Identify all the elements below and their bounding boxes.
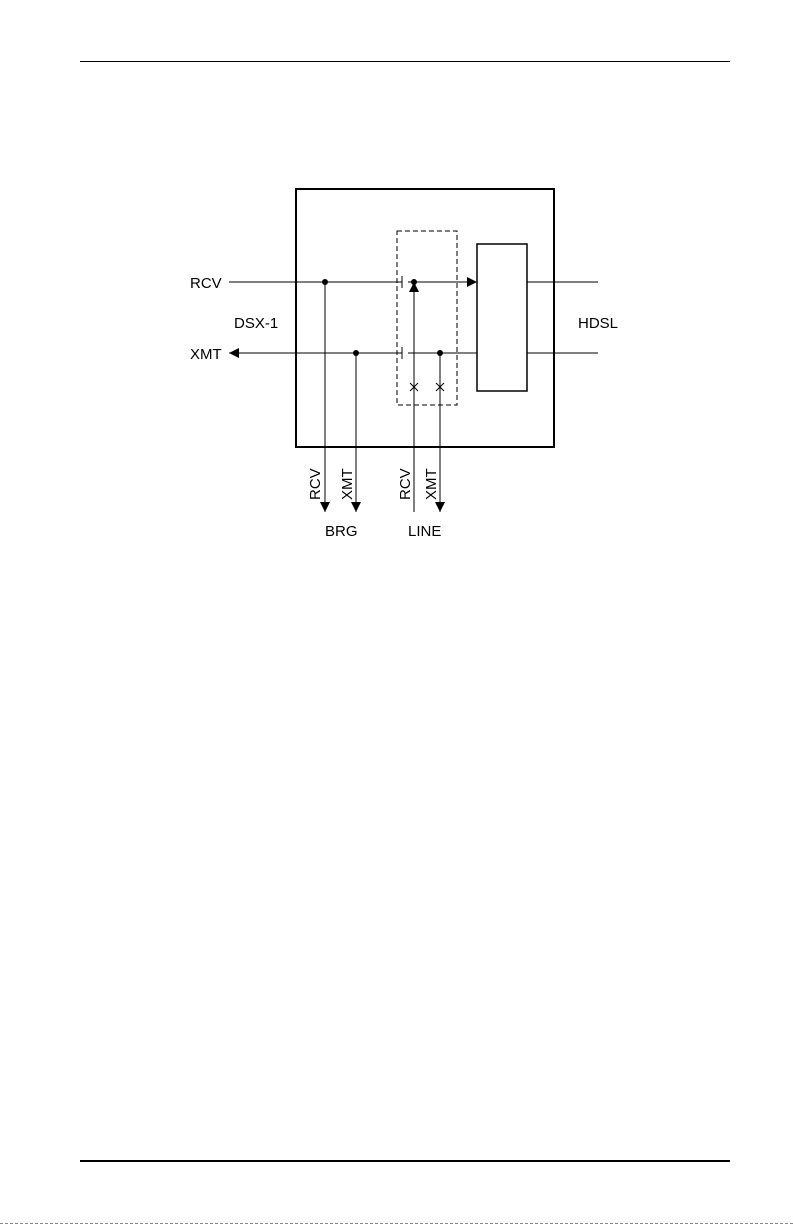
dsx1-label: DSX-1: [234, 315, 278, 332]
line-label: LINE: [408, 523, 441, 540]
brg-xmt-label: XMT: [339, 468, 356, 500]
hdsl-interface-block: [477, 244, 527, 391]
brg-rcv-label: RCV: [307, 468, 324, 500]
unit-box: [296, 189, 554, 447]
line-xmt-label: XMT: [423, 468, 440, 500]
junction-dot: [411, 279, 417, 285]
junction-dot: [322, 279, 328, 285]
loopback-switch-box: [397, 231, 457, 405]
xmt-left-label: XMT: [190, 346, 222, 363]
brg-label: BRG: [325, 523, 358, 540]
line-rcv-label: RCV: [397, 468, 414, 500]
hdsl-label: HDSL: [578, 315, 618, 332]
junction-dot: [353, 350, 359, 356]
rcv-left-label: RCV: [190, 275, 222, 292]
junction-dot: [437, 350, 443, 356]
